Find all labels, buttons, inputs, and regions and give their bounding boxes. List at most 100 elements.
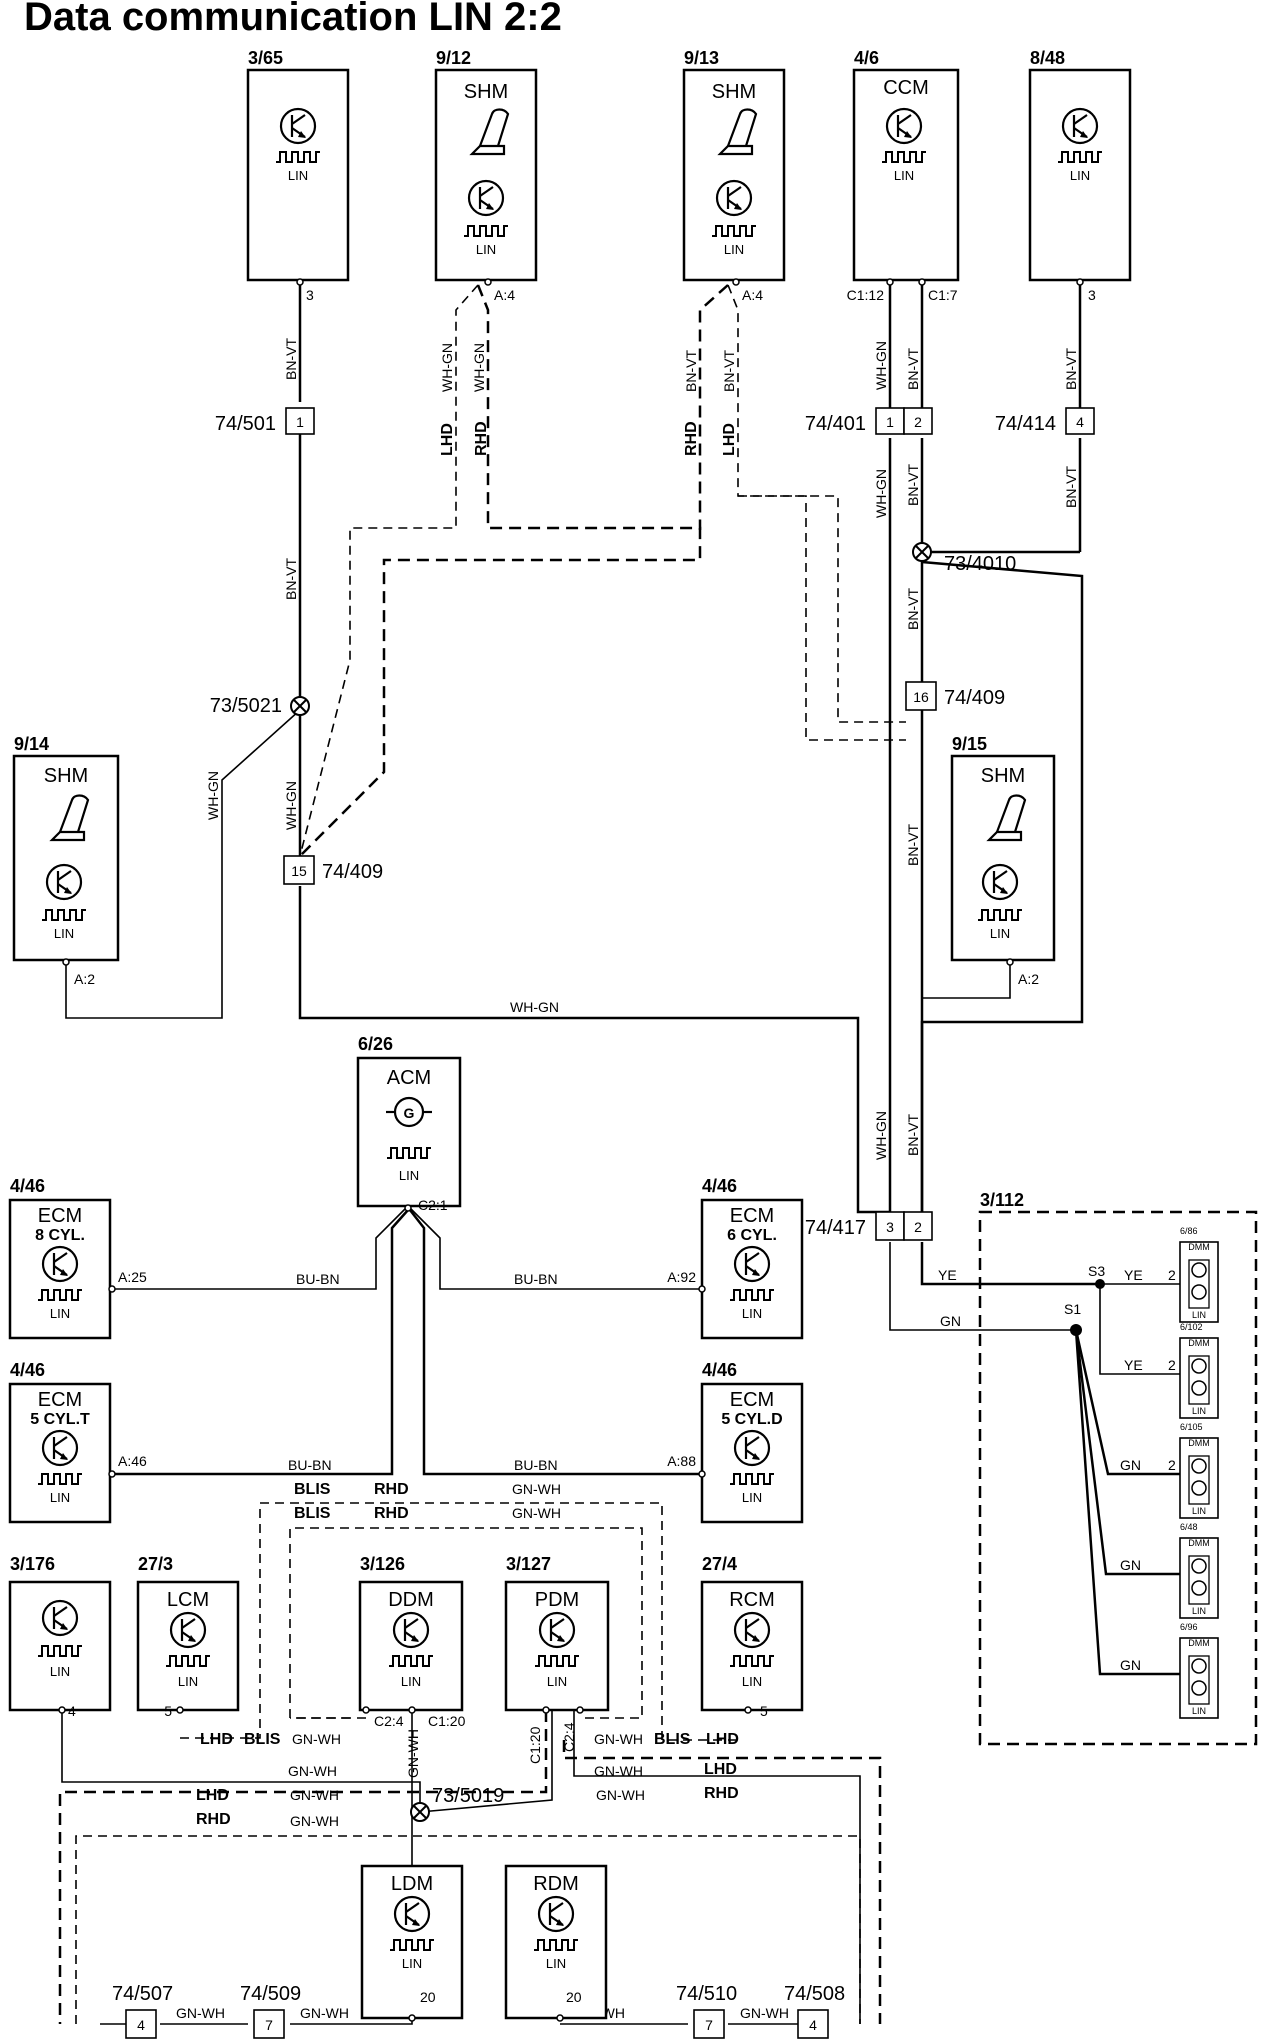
module-name: LCM [167, 1589, 209, 1611]
module-name: SHM [712, 81, 756, 103]
connector-pin: 1 [296, 414, 304, 430]
connector-74-409-b: 16 74/409 [905, 681, 1005, 711]
lin-label: LIN [547, 1674, 567, 1689]
module-name: LDM [391, 1873, 433, 1895]
wire-color: GN-WH [405, 1729, 421, 1778]
dmm-label: DMM [1188, 1438, 1210, 1448]
variant-label: RHD [683, 421, 700, 456]
module-id: 3/127 [506, 1554, 551, 1574]
pin-label: 5 [760, 1703, 768, 1719]
module-id: 4/46 [10, 1176, 45, 1196]
variant-label: LHD [704, 1761, 737, 1778]
splice-ref: 73/4010 [944, 553, 1016, 575]
module-name: ECM [38, 1205, 82, 1227]
pin-label: 20 [420, 1989, 436, 2005]
connector-ref: 74/417 [805, 1217, 866, 1239]
lin-label: LIN [288, 168, 308, 183]
lin-label: LIN [401, 1674, 421, 1689]
splice-73-5021: 73/5021 [210, 695, 310, 717]
connector-pin: 2 [914, 1219, 922, 1235]
s3-label: S3 [1088, 1263, 1105, 1279]
lin-label: LIN [399, 1168, 419, 1183]
splice-icon [290, 696, 310, 716]
module-variant: 8 CYL. [35, 1227, 85, 1244]
pin-label: C1:7 [928, 287, 958, 303]
lin-label: LIN [178, 1674, 198, 1689]
module-name: PDM [535, 1589, 579, 1611]
pin-label: 5 [164, 1703, 172, 1719]
wire-color: YE [1124, 1357, 1143, 1373]
module-id: 3/176 [10, 1554, 55, 1574]
pin-label: C1:20 [527, 1726, 543, 1764]
wire-color: GN-WH [290, 1813, 339, 1829]
module-id: 27/3 [138, 1554, 173, 1574]
connector-pin: 7 [265, 2017, 273, 2033]
connector-ref: 74/409 [944, 687, 1005, 709]
splice-ref: 73/5019 [432, 1785, 504, 1807]
lin-label: LIN [546, 1956, 566, 1971]
wire-color: WH-GN [510, 999, 559, 1015]
connector-74-409-a: 15 74/409 [283, 855, 383, 885]
dmm-label: DMM [1188, 1538, 1210, 1548]
connector-74-401: 1 2 74/401 [805, 407, 933, 435]
lin-label: LIN [54, 926, 74, 941]
pin-label: 2 [1168, 1357, 1176, 1373]
wire-color: BN-VT [905, 824, 921, 866]
module-id: 4/46 [702, 1360, 737, 1380]
connector-ref: 74/401 [805, 413, 866, 435]
wire-color: GN [1120, 1457, 1141, 1473]
lin-label: LIN [742, 1490, 762, 1505]
connector-ref: 74/409 [322, 861, 383, 883]
connector-74-417: 3 2 74/417 [805, 1211, 933, 1241]
module-3-65: 3/65 LIN 3 [246, 48, 350, 303]
dmm-id: 6/102 [1180, 1322, 1203, 1332]
variant-label: RHD [374, 1481, 409, 1498]
lin-label: LIN [1192, 1310, 1206, 1320]
wire-color: GN-WH [288, 1763, 337, 1779]
module-name: RDM [533, 1873, 579, 1895]
dmm-label: DMM [1188, 1638, 1210, 1648]
pin-label: A:88 [667, 1453, 696, 1469]
connector-pin: 3 [886, 1219, 894, 1235]
splice-icon [912, 542, 932, 562]
module-id: 27/4 [702, 1554, 737, 1574]
pin-label: 20 [566, 1989, 582, 2005]
module-9-12: 9/12 SHM LIN A:4 [434, 48, 538, 303]
connector-ref: 74/508 [784, 1983, 845, 2005]
wire-color: GN-WH [594, 1763, 643, 1779]
variant-label: LHD [721, 423, 738, 456]
pin-label: A:2 [1018, 971, 1039, 987]
lin-label: LIN [990, 926, 1010, 941]
module-27-3: 27/3 LCM LIN 5 [136, 1554, 240, 1719]
lin-label: LIN [1192, 1406, 1206, 1416]
module-id: 4/46 [10, 1360, 45, 1380]
variant-label: BLIS [294, 1481, 331, 1498]
pin-label: A:46 [118, 1453, 147, 1469]
connector-pin: 15 [291, 863, 307, 879]
generator-icon: G [386, 1096, 432, 1128]
module-3-128: 3/128 LDM LIN 20 [360, 1864, 464, 2022]
splice-73-5019: 73/5019 [410, 1785, 504, 1822]
module-name: ECM [730, 1205, 774, 1227]
variant-label: RHD [704, 1785, 739, 1802]
pin-label: 2 [1168, 1267, 1176, 1283]
connector-pin: 4 [137, 2017, 145, 2033]
wire-color: GN [940, 1313, 961, 1329]
module-3-112: 3/112 S3 S1 6/86 DMM LIN YE 2 6/102 DMM … [978, 1190, 1258, 1746]
lin-label: LIN [1192, 1606, 1206, 1616]
pin-label: 3 [1088, 287, 1096, 303]
lin-label: LIN [476, 242, 496, 257]
wire-color: BN-VT [1063, 466, 1079, 508]
wire-color: GN-WH [290, 1787, 339, 1803]
wire-color: GN-WH [176, 2005, 225, 2021]
wire-color: BN-VT [283, 558, 299, 600]
wire-color: BN-VT [905, 1114, 921, 1156]
variant-label: RHD [196, 1811, 231, 1828]
wire-color: GN-WH [740, 2005, 789, 2021]
lin-label: LIN [50, 1306, 70, 1321]
module-variant: 6 CYL. [727, 1227, 777, 1244]
wire-color: BN-VT [905, 588, 921, 630]
wire-color: WH-GN [873, 341, 889, 390]
pin-label: 3 [306, 287, 314, 303]
module-id: 8/48 [1030, 48, 1065, 68]
